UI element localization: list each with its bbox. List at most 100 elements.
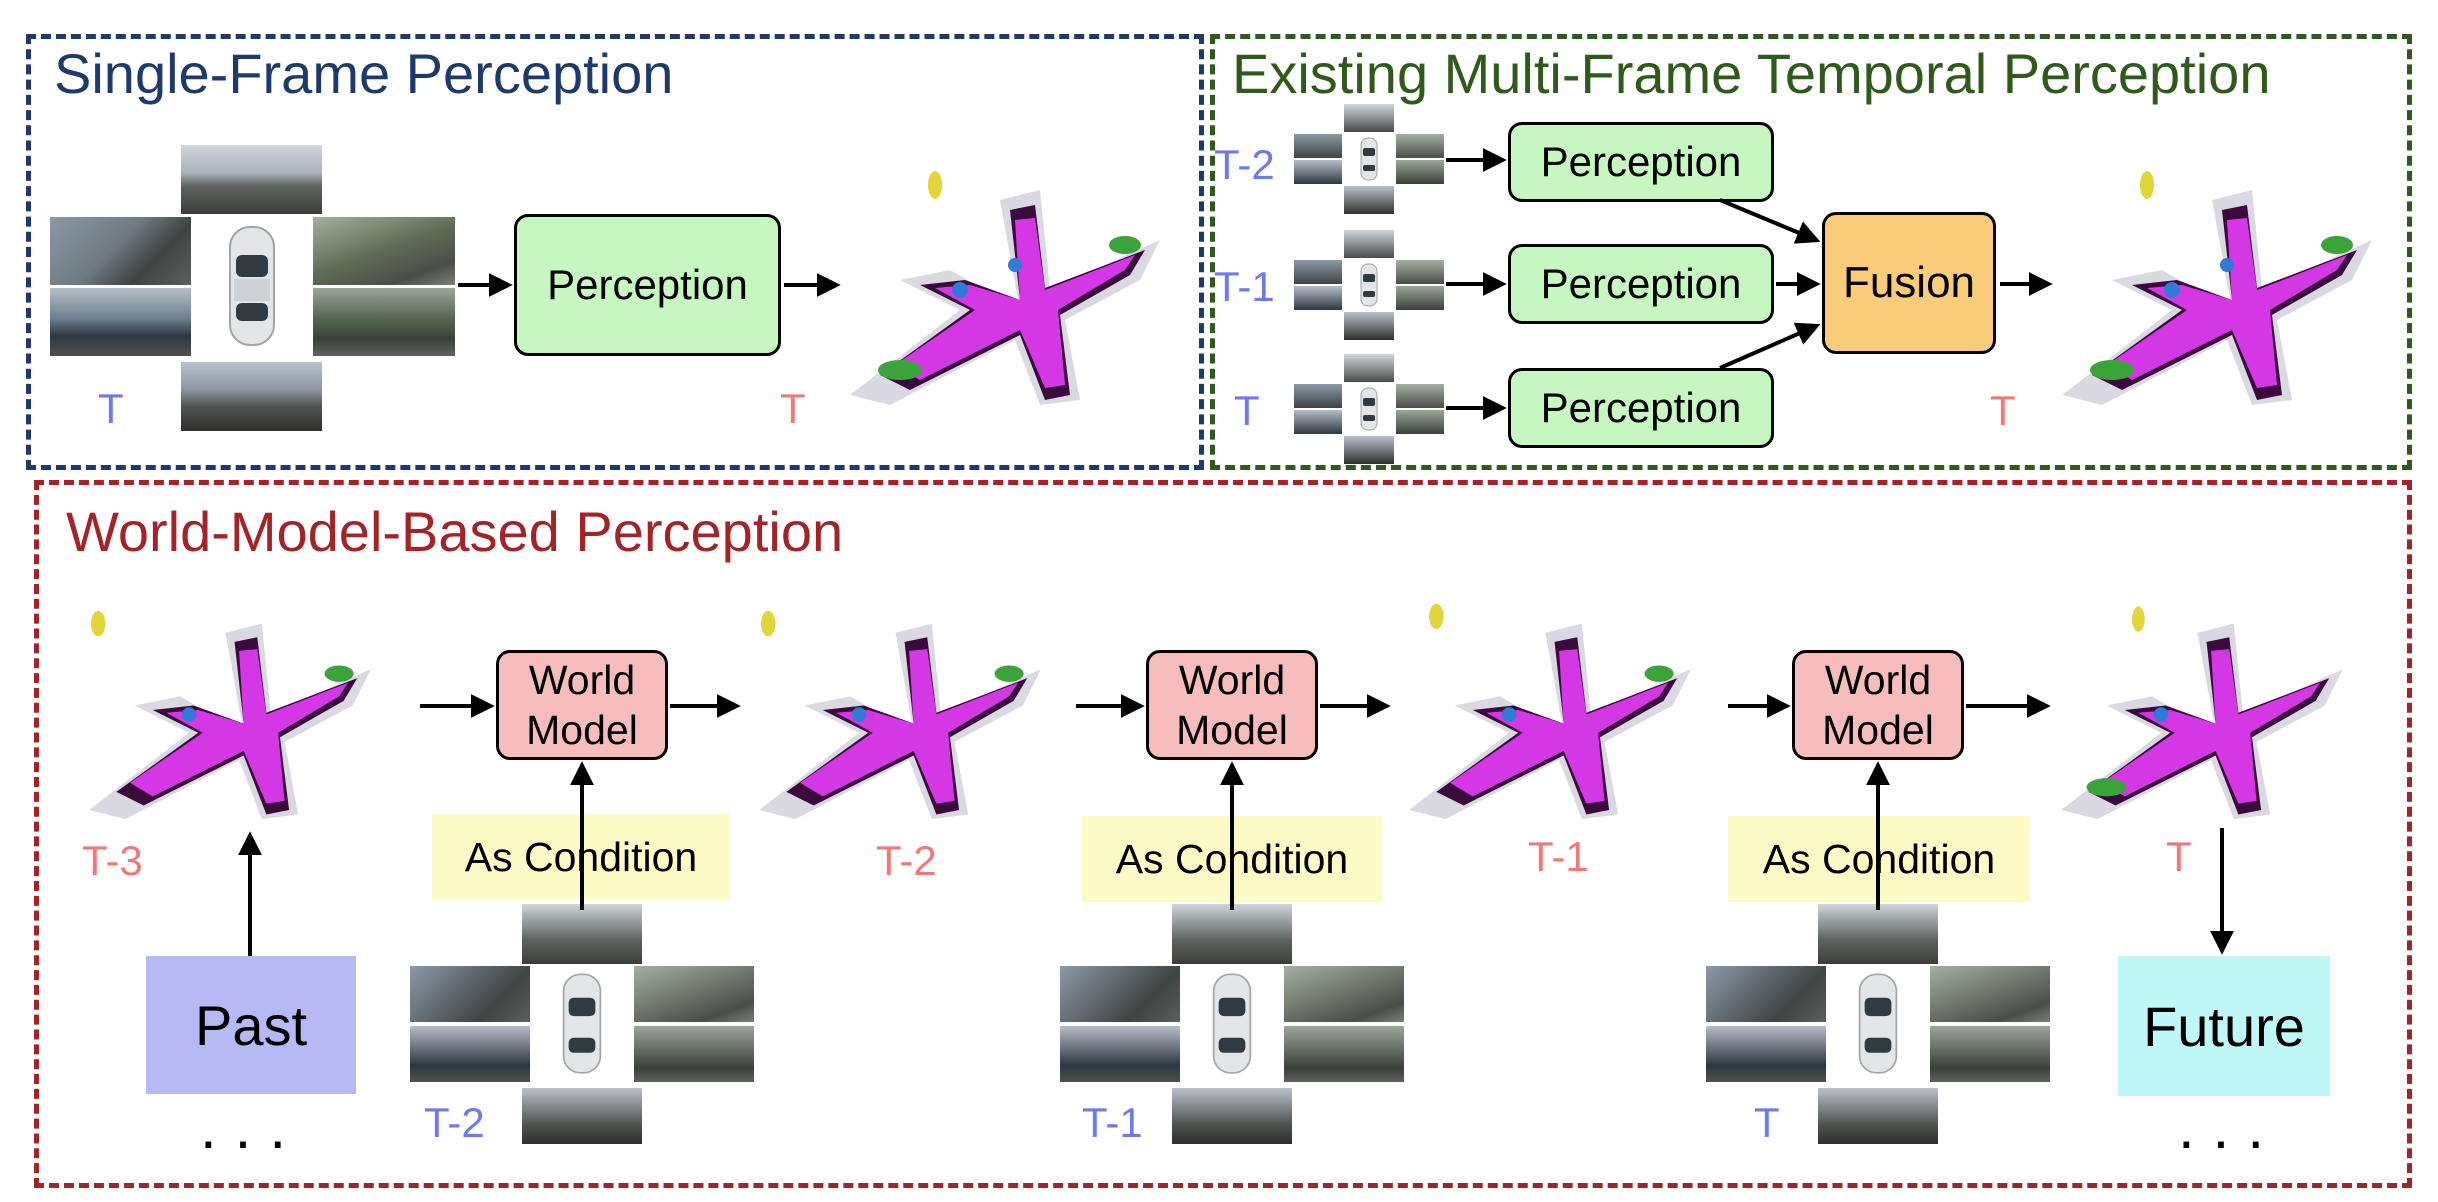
multi-frame-title: Existing Multi-Frame Temporal Perception <box>1232 42 2271 105</box>
occupancy-map-t-3 <box>89 610 371 820</box>
camera-front-right-image <box>313 217 455 285</box>
ego-car-image <box>1344 134 1394 184</box>
camera-image <box>1818 1088 1938 1144</box>
camera-image <box>1344 436 1394 464</box>
occupancy-map-t-1 <box>1409 603 1691 820</box>
single-output-time: T <box>780 385 806 432</box>
camera-image <box>1344 104 1394 132</box>
camera-image <box>1284 1026 1404 1082</box>
single-occupancy-map <box>850 171 1160 405</box>
world-model-label-line1: World <box>1824 656 1932 703</box>
camera-rig-single <box>50 145 455 431</box>
occupancy-map-t-2 <box>759 610 1041 820</box>
world-model-label-line1: World <box>528 656 636 703</box>
camera-image <box>1172 1088 1292 1144</box>
camera-image <box>1818 904 1938 964</box>
multi-perception-box-t-1: Perception <box>1508 244 1774 324</box>
camera-image <box>410 966 530 1022</box>
camera-image <box>1344 354 1394 382</box>
occupancy-time-t: T <box>2166 833 2192 880</box>
multi-time-t: T <box>1234 387 1260 434</box>
single-perception-box: Perception <box>514 214 781 356</box>
camera-image <box>1396 286 1444 310</box>
camera-image <box>1706 966 1826 1022</box>
single-input-time: T <box>98 385 124 432</box>
camera-image <box>1294 134 1342 158</box>
occupancy-map-t <box>2061 606 2343 820</box>
camera-back-image <box>181 362 322 431</box>
camera-image <box>1344 312 1394 340</box>
camera-image <box>1930 1026 2050 1082</box>
ego-car-image <box>1344 260 1394 310</box>
camera-image <box>634 1026 754 1082</box>
world-model-panel <box>34 480 2412 1188</box>
ego-car-image <box>1182 966 1282 1082</box>
camera-rig-multi-t <box>1294 354 1444 464</box>
camera-image <box>1172 904 1292 964</box>
camera-time-t-1: T-1 <box>1082 1099 1143 1146</box>
camera-image <box>1294 384 1342 408</box>
world-model-label-line2: Model <box>1176 707 1288 753</box>
camera-rig-world-t <box>1706 904 2050 1144</box>
camera-front-image <box>181 145 322 214</box>
past-ellipsis: ... <box>200 1094 305 1161</box>
single-frame-panel <box>26 34 1204 470</box>
world-model-label-line2: Model <box>526 707 638 753</box>
world-model-title: World-Model-Based Perception <box>66 500 844 563</box>
camera-image <box>522 904 642 964</box>
multi-time-t-1: T-1 <box>1214 263 1275 310</box>
camera-rig-multi-t-1 <box>1294 230 1444 340</box>
future-ellipsis: ... <box>2178 1094 2283 1161</box>
multi-perception-box-t: Perception <box>1508 368 1774 448</box>
camera-image <box>1396 384 1444 408</box>
camera-image <box>1396 134 1444 158</box>
multi-output-time: T <box>1990 387 2016 434</box>
camera-image <box>1706 1026 1826 1082</box>
camera-back-left-image <box>50 288 191 356</box>
camera-image <box>1344 186 1394 214</box>
camera-image <box>1284 966 1404 1022</box>
multi-frame-panel <box>1210 34 2412 470</box>
camera-image <box>1060 1026 1180 1082</box>
ego-car-image <box>1828 966 1928 1082</box>
camera-time-t-2: T-2 <box>424 1099 485 1146</box>
camera-image <box>634 966 754 1022</box>
camera-rig-multi-t-2 <box>1294 104 1444 214</box>
single-frame-title: Single-Frame Perception <box>54 42 674 105</box>
future-box: Future <box>2118 956 2330 1096</box>
camera-image <box>410 1026 530 1082</box>
camera-image <box>522 1088 642 1144</box>
camera-image <box>1396 410 1444 434</box>
camera-image <box>1294 160 1342 184</box>
camera-image <box>1294 260 1342 284</box>
occupancy-time-t-3: T-3 <box>82 837 143 884</box>
world-model-label-line2: Model <box>1822 707 1934 753</box>
ego-car-image <box>532 966 632 1082</box>
camera-image <box>1396 260 1444 284</box>
camera-rig-world-t-1 <box>1060 904 1404 1144</box>
multi-perception-box-t-2: Perception <box>1508 122 1774 202</box>
camera-image <box>1344 230 1394 258</box>
camera-image <box>1294 410 1342 434</box>
occupancy-time-t-2: T-2 <box>876 837 937 884</box>
camera-back-right-image <box>313 288 455 356</box>
camera-time-t: T <box>1754 1099 1780 1146</box>
world-model-label-line1: World <box>1178 656 1286 703</box>
past-box: Past <box>146 956 356 1094</box>
camera-image <box>1294 286 1342 310</box>
occupancy-time-t-1: T-1 <box>1528 833 1589 880</box>
camera-image <box>1930 966 2050 1022</box>
multi-occupancy-map <box>2062 171 2372 405</box>
multi-time-t-2: T-2 <box>1214 141 1275 188</box>
camera-front-left-image <box>50 217 191 285</box>
camera-rig-world-t-2 <box>410 904 754 1144</box>
camera-image <box>1060 966 1180 1022</box>
fusion-box: Fusion <box>1822 212 1996 354</box>
camera-image <box>1396 160 1444 184</box>
